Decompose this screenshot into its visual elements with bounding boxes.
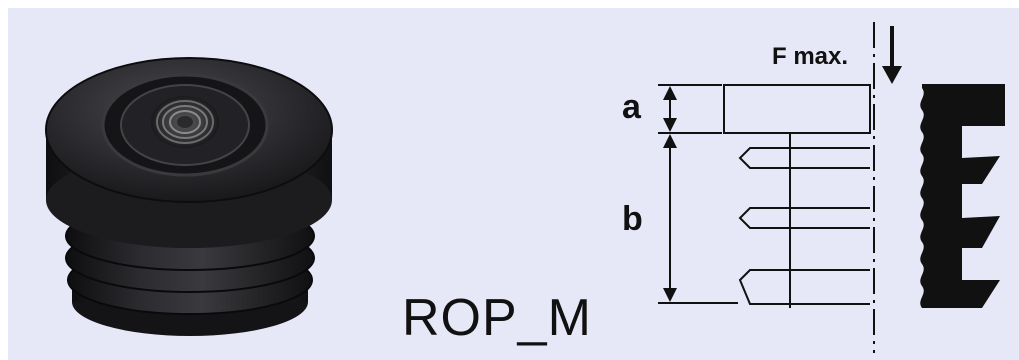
dimension-a-label: a [622,88,642,126]
threaded-insert [101,73,269,177]
dimension-b-label: b [622,200,643,238]
product-code: ROP_M [402,289,592,347]
cap-outline [723,84,871,308]
dimension-b [663,134,677,302]
cap-profile-section [920,84,1005,308]
extension-lines [658,84,738,304]
technical-drawing: F max. a b [622,22,1005,353]
dimension-a [663,86,677,132]
force-label: F max. [772,43,848,70]
product-photo [45,57,333,336]
force-arrow-icon [882,26,902,84]
